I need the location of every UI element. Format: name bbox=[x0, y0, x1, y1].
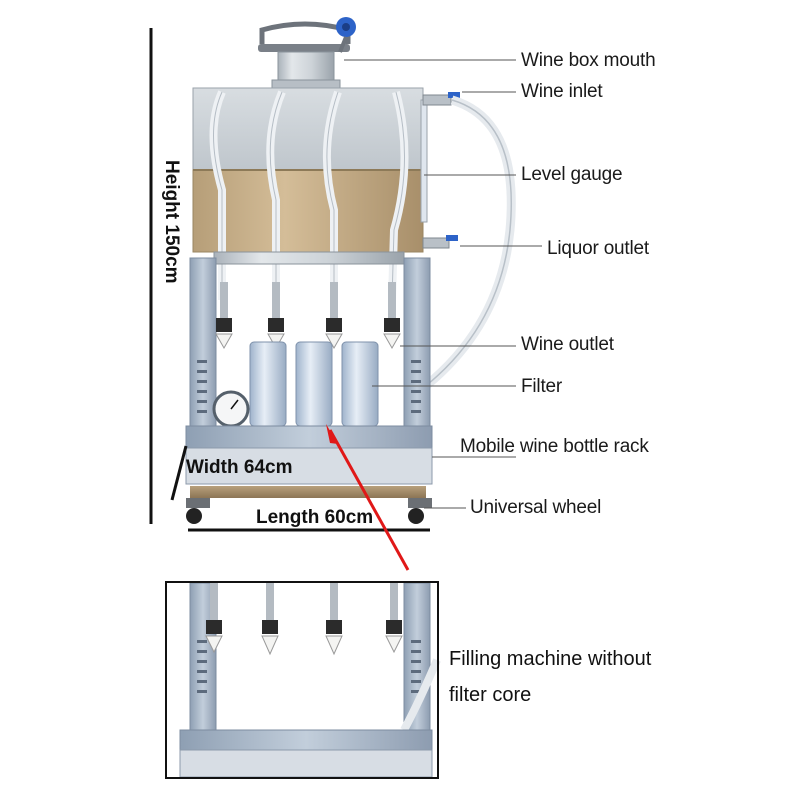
label-level-gauge: Level gauge bbox=[521, 164, 623, 185]
label-liquor-outlet: Liquor outlet bbox=[547, 238, 649, 259]
label-wine-inlet: Wine inlet bbox=[521, 81, 603, 102]
dimension-width: Width 64cm bbox=[186, 457, 293, 478]
label-universal-wheel: Universal wheel bbox=[470, 497, 602, 518]
inset-caption-line1: Filling machine without bbox=[449, 648, 652, 670]
inset-caption-line2: filter core bbox=[449, 684, 532, 706]
label-mobile-rack: Mobile wine bottle rack bbox=[460, 436, 649, 457]
dimension-height: Height 150cm bbox=[161, 160, 182, 284]
dimension-length: Length 60cm bbox=[256, 507, 374, 528]
label-filter: Filter bbox=[521, 376, 563, 397]
label-wine-outlet: Wine outlet bbox=[521, 334, 614, 355]
label-wine-box-mouth: Wine box mouth bbox=[521, 50, 656, 71]
